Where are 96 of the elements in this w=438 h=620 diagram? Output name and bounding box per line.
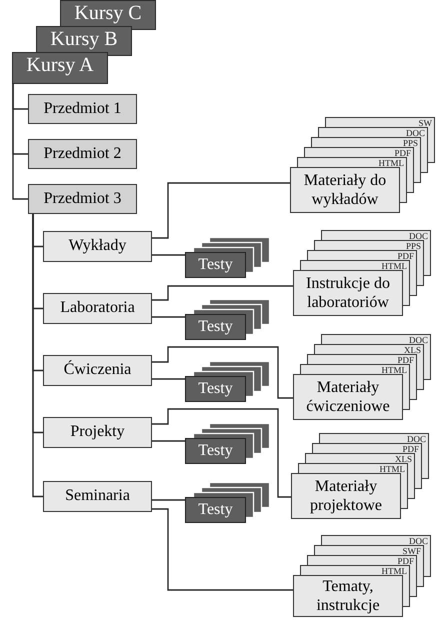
- file-format-card: [314, 344, 424, 354]
- file-format-card: [307, 250, 417, 260]
- connector-line: [152, 508, 293, 591]
- file-format-card: [321, 334, 431, 344]
- course-box: [36, 26, 132, 56]
- test-stack: [185, 361, 270, 402]
- file-format-card: [314, 240, 424, 250]
- materials-label: Instrukcje do laboratoriów: [305, 274, 391, 312]
- file-format-label: HTML: [382, 261, 407, 271]
- file-format-label: PPS: [406, 241, 421, 251]
- file-format-card: [321, 535, 431, 545]
- materials-label: Materiały projektowe: [309, 477, 383, 515]
- file-format-label: PPS: [402, 138, 418, 148]
- connector-line: [152, 182, 290, 239]
- test-label: Testy: [197, 379, 234, 399]
- test-stack: [185, 299, 270, 340]
- file-format-label: XLS: [404, 345, 421, 355]
- file-format-label: HTML: [380, 464, 405, 474]
- connector-line: [152, 440, 185, 442]
- file-format-label: HTML: [382, 566, 407, 576]
- file-format-label: PDF: [397, 355, 414, 365]
- file-format-label: XLS: [394, 454, 412, 464]
- file-format-label: HTML: [382, 365, 407, 375]
- materials-label: Tematy, instrukcje: [315, 577, 381, 615]
- materials-box: [293, 575, 403, 617]
- materials-box: [291, 473, 401, 519]
- activity-box: [43, 293, 152, 324]
- file-format-label: PDF: [397, 556, 414, 566]
- connector-line: [152, 254, 185, 256]
- file-format-card: [304, 147, 414, 157]
- connector-line: [152, 285, 293, 301]
- activity-label: Wykłady: [68, 236, 128, 256]
- file-format-card: [311, 137, 421, 147]
- file-format-card: [300, 565, 410, 575]
- file-format-label: DOC: [408, 335, 428, 345]
- course-label: Kursy B: [49, 27, 119, 51]
- file-format-label: DOC: [406, 434, 426, 444]
- file-format-card: [307, 555, 417, 565]
- connector-line: [152, 316, 185, 318]
- connector-line: [12, 84, 28, 200]
- file-format-label: SW: [418, 118, 432, 128]
- subject-box: [28, 184, 137, 214]
- materials-box: [293, 270, 403, 316]
- test-label: Testy: [197, 441, 234, 461]
- file-format-label: PDF: [397, 251, 414, 261]
- file-format-label: DOC: [406, 128, 425, 138]
- course-box: [60, 0, 156, 30]
- file-format-card: [314, 545, 424, 555]
- file-format-card: [300, 260, 410, 270]
- activity-label: Ćwiczenia: [62, 359, 132, 380]
- subject-label: Przedmiot 3: [42, 189, 122, 209]
- course-label: Kursy A: [25, 53, 95, 77]
- file-format-card: [318, 127, 428, 137]
- course-label: Kursy C: [73, 1, 143, 25]
- file-format-card: [305, 453, 415, 463]
- test-label: Testy: [197, 255, 234, 275]
- course-box: [12, 52, 108, 84]
- file-format-label: SWF: [402, 546, 421, 556]
- test-label: Testy: [197, 317, 234, 337]
- file-format-label: HTML: [378, 158, 404, 168]
- file-format-card: [298, 463, 408, 473]
- file-format-card: [297, 157, 407, 167]
- file-format-label: PDF: [394, 148, 411, 158]
- connector-line: [152, 408, 291, 498]
- file-format-card: [321, 230, 431, 240]
- subject-box: [28, 94, 137, 124]
- test-stack: [185, 482, 270, 523]
- file-format-card: [319, 433, 429, 443]
- subject-label: Przedmiot 2: [42, 144, 122, 164]
- test-label: Testy: [197, 500, 234, 520]
- connector-line: [152, 499, 185, 501]
- subject-label: Przedmiot 1: [42, 99, 122, 119]
- materials-box: [293, 374, 403, 420]
- test-stack: [185, 237, 270, 278]
- test-stack: [185, 423, 270, 464]
- materials-label: Materiały ćwiczeniowe: [305, 378, 391, 416]
- activity-label: Laboratoria: [59, 298, 136, 318]
- file-format-label: DOC: [408, 536, 428, 546]
- connector-line: [152, 378, 185, 380]
- activity-box: [43, 417, 152, 448]
- connector-line: [32, 214, 43, 498]
- file-format-card: [300, 364, 410, 374]
- connector-line: [152, 346, 293, 399]
- materials-label: Materiały do wykładów: [302, 171, 388, 209]
- activity-box: [43, 355, 152, 386]
- activity-box: [43, 231, 152, 262]
- file-format-card: [312, 443, 422, 453]
- activity-box: [43, 481, 152, 512]
- activity-label: Projekty: [69, 422, 126, 442]
- file-format-card: [307, 354, 417, 364]
- subject-box: [28, 139, 137, 169]
- file-format-label: DOC: [408, 231, 428, 241]
- materials-box: [290, 167, 400, 213]
- file-format-label: PDF: [402, 444, 419, 454]
- file-format-card: [325, 117, 435, 127]
- activity-label: Seminaria: [64, 486, 131, 506]
